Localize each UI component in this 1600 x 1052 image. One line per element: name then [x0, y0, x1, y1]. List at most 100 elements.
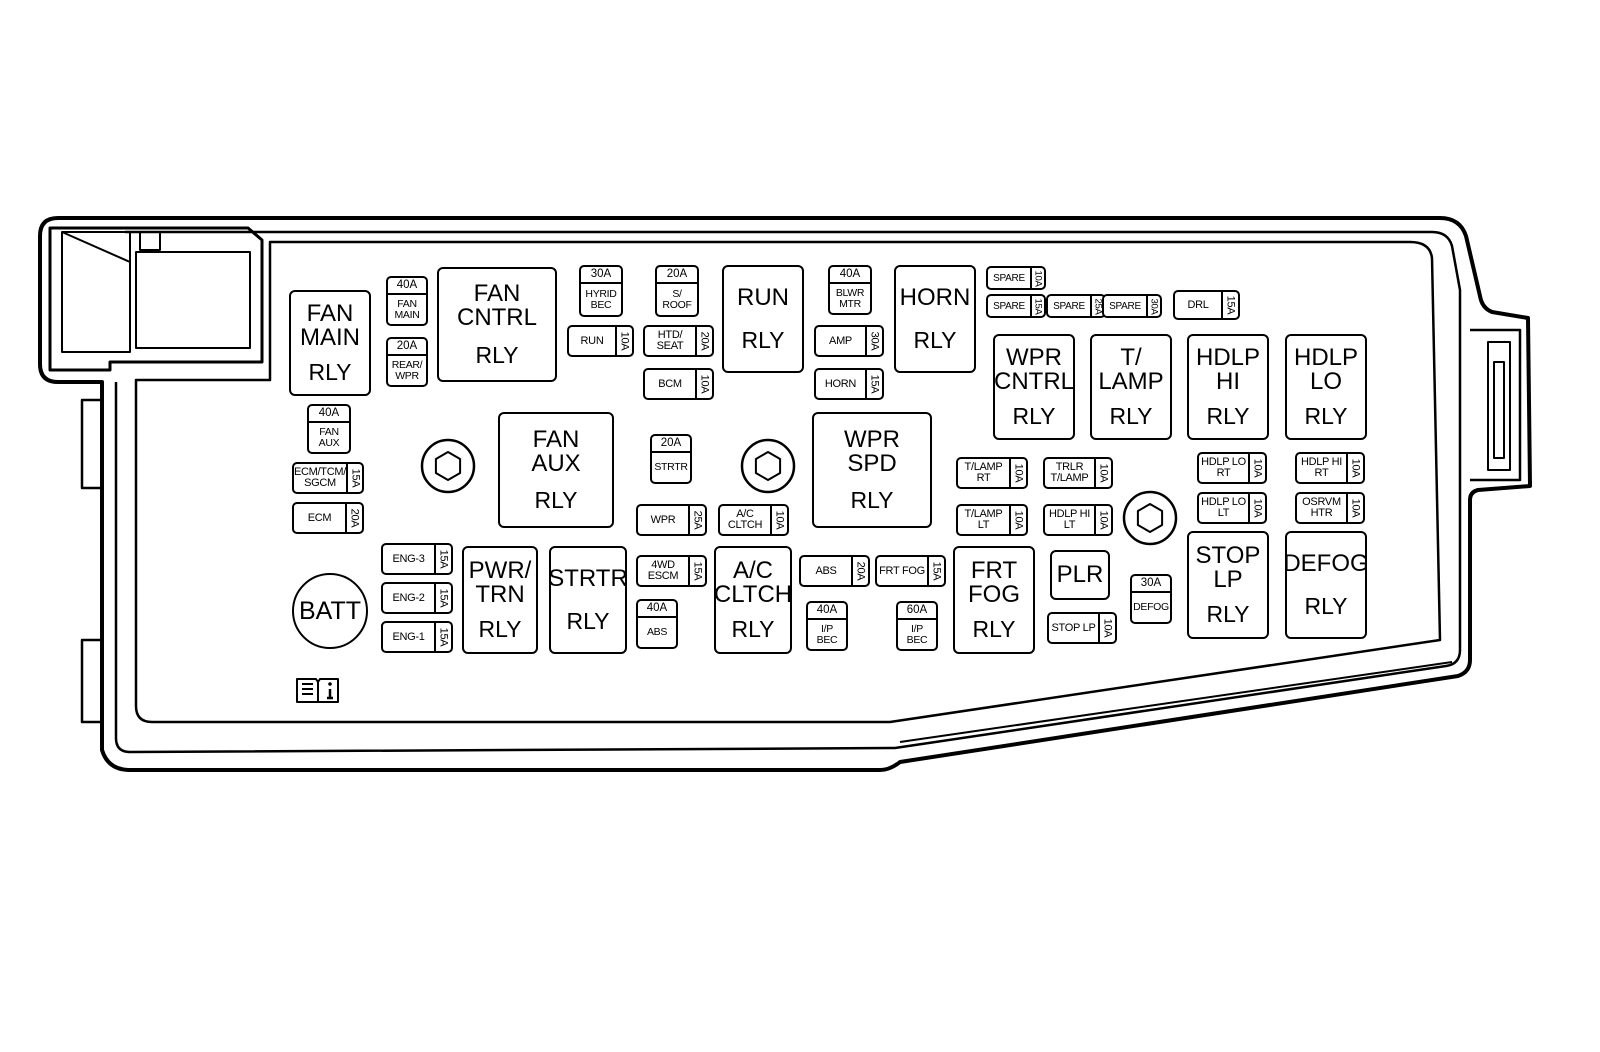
fuse-rating: 15A: [927, 557, 944, 585]
fuse-rear-wpr: 20A REAR/ WPR: [386, 337, 428, 387]
fuse-label: HYRID BEC: [585, 287, 617, 311]
relay-title: RUN: [737, 284, 789, 311]
fuse-rating: 40A: [638, 601, 676, 618]
fuse-rating: 15A: [345, 464, 363, 492]
relay-pwr-trn: PWR/ TRN RLY: [462, 546, 538, 654]
fuse-rating: 40A: [309, 406, 349, 423]
fuse-rating: 30A: [581, 267, 621, 284]
hex-bolt-icon: [420, 438, 476, 494]
fuse-rating: 20A: [657, 267, 697, 284]
fuse-label: A/C CLTCH: [727, 508, 763, 531]
relay-suffix: RLY: [972, 616, 1016, 642]
hex-bolt-icon: [740, 438, 796, 494]
fuse-label: STOP LP: [1051, 621, 1096, 634]
fuse-rating: 15A: [865, 370, 882, 398]
fuse-rating: 10A: [1248, 454, 1265, 482]
fuse-rating: 20A: [345, 504, 362, 532]
fuse-label: ABS: [815, 564, 837, 577]
clip-left-lower: [80, 638, 102, 724]
tab-right-inner: [1487, 341, 1511, 471]
relay-title: HDLP LO: [1293, 344, 1359, 396]
fuse-rating: 10A: [1030, 268, 1044, 288]
fuse-spare-4: SPARE 30A: [1102, 294, 1162, 318]
fuse-rating: 10A: [1098, 614, 1115, 642]
fuse-label: 4WD ESCM: [647, 559, 679, 582]
fuse-rating: 15A: [1221, 292, 1238, 318]
fuse-label: BLWR MTR: [835, 286, 865, 310]
fuse-label: SPARE: [993, 300, 1025, 312]
fuse-label: I/P BEC: [816, 622, 838, 646]
fuse-label: SPARE: [1053, 300, 1085, 312]
battery-terminal: BATT: [292, 573, 368, 649]
relay-title: PWR/ TRN: [468, 557, 532, 608]
fuse-rating: 10A: [1094, 459, 1111, 487]
tab-right-slot: [1493, 361, 1505, 459]
fuse-rating: 20A: [388, 339, 426, 356]
fuse-label: SPARE: [1109, 300, 1141, 312]
fuse-rating: 15A: [688, 557, 705, 585]
relay-title: PLR: [1056, 561, 1104, 588]
fuse-label: HDLP HI RT: [1300, 456, 1343, 479]
fuse-label: ENG-3: [392, 552, 425, 565]
owner-manual-icon: [296, 678, 339, 703]
fuse-rating: 10A: [1094, 506, 1111, 534]
latch-top-left-hatch: [135, 251, 251, 349]
fuse-label: REAR/ WPR: [391, 358, 423, 382]
relay-title: T/ LAMP: [1098, 344, 1164, 396]
relay-suffix: RLY: [741, 327, 785, 353]
fuse-rating: 10A: [1009, 459, 1026, 487]
fuse-label: HDLP LO RT: [1201, 456, 1246, 479]
latch-top-left-wedge: [61, 231, 161, 263]
fuse-rating: 10A: [615, 327, 632, 355]
relay-suffix: RLY: [731, 616, 775, 642]
fuse-label: I/P BEC: [906, 622, 928, 646]
relay-title: DEFOG: [1283, 550, 1369, 577]
fuse-label: HTD/ SEAT: [656, 329, 684, 352]
fuse-label: FAN AUX: [318, 425, 340, 449]
fuse-label: STRTR: [654, 461, 688, 473]
housing-cover-panel: [134, 240, 1442, 724]
fuse-label: HDLP LO LT: [1201, 496, 1246, 519]
fuse-rating: 10A: [1346, 454, 1363, 482]
fuse-label: AMP: [829, 334, 852, 347]
fuse-label: HDLP HI LT: [1048, 508, 1091, 531]
relay-defog: DEFOG RLY: [1283, 531, 1369, 639]
fuse-rating: 30A: [1146, 296, 1160, 316]
fuse-label: FRT FOG: [879, 564, 925, 577]
relay-t-lamp: T/ LAMP RLY: [1090, 334, 1172, 440]
fuse-rating: 40A: [388, 278, 426, 295]
relay-suffix: RLY: [478, 616, 522, 642]
relay-suffix: RLY: [1304, 593, 1348, 619]
fuse-rating: 20A: [851, 557, 868, 585]
fuse-rating: 10A: [1248, 494, 1265, 522]
fuse-4wd-escm: 4WD ESCM 15A: [636, 555, 707, 587]
relay-title: HDLP HI: [1195, 344, 1261, 396]
fuse-rating: 15A: [434, 584, 451, 612]
hex-bolt-icon: [1122, 490, 1178, 546]
fuse-rating: 60A: [898, 603, 936, 620]
relay-suffix: RLY: [1109, 402, 1153, 429]
